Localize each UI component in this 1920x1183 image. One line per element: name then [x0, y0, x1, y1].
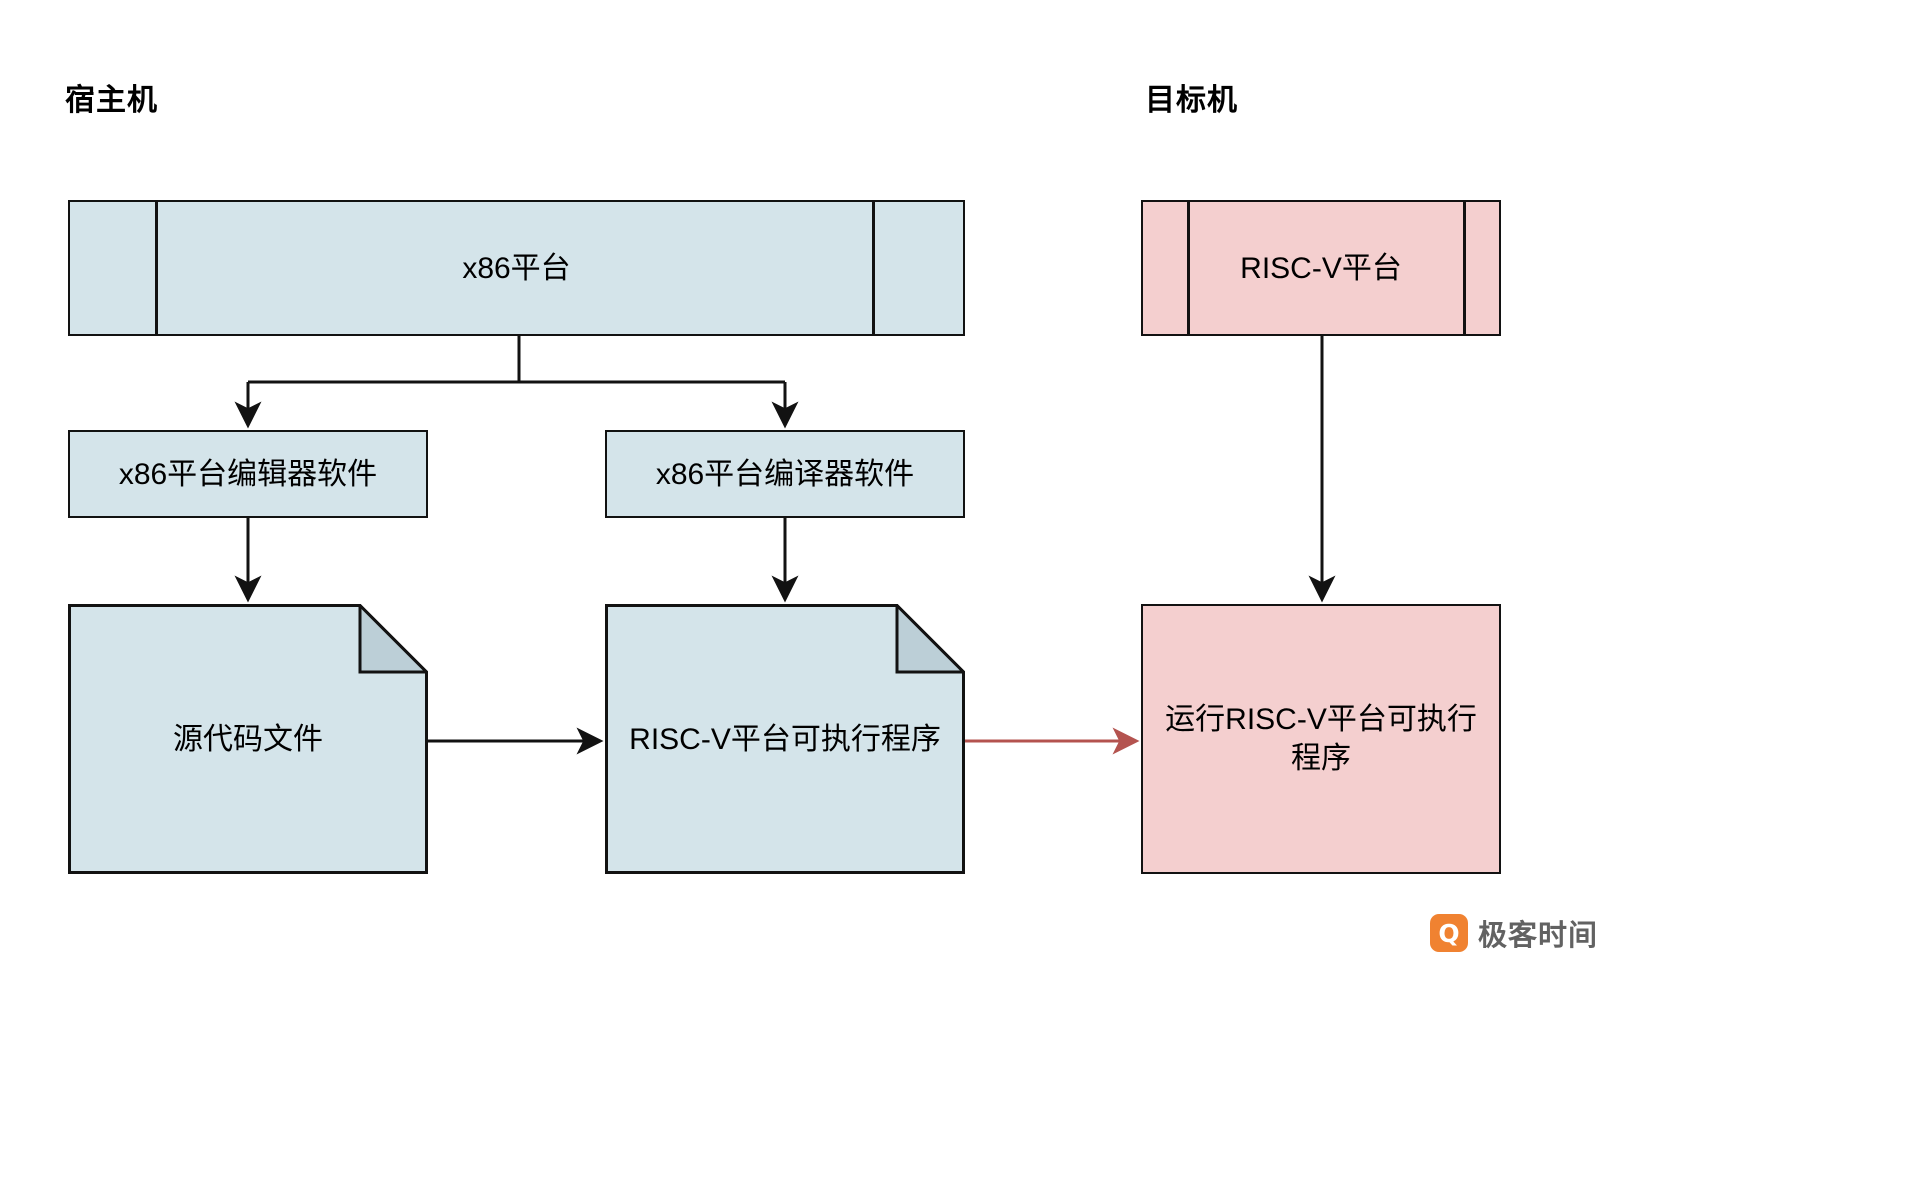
node-divider-right	[1463, 202, 1466, 334]
document-shape-icon	[68, 604, 428, 874]
target-section-title: 目标机	[1145, 84, 1238, 117]
host-compiler-label: x86平台编译器软件	[655, 457, 915, 491]
node-divider-left	[155, 202, 158, 334]
watermark: Q 极客时间	[1430, 912, 1598, 954]
node-divider-right	[872, 202, 875, 334]
watermark-label: 极客时间	[1478, 920, 1599, 952]
host-source-label: 源代码文件	[173, 722, 323, 756]
host-platform-label: x86平台	[462, 251, 571, 285]
document-shape-icon	[605, 604, 965, 874]
target-run-box: 运行RISC-V平台可执行 程序	[1141, 604, 1501, 874]
host-executable-document: RISC-V平台可执行程序	[605, 604, 965, 874]
host-platform-node: x86平台	[68, 200, 965, 336]
target-run-label-line1: 运行RISC-V平台可执行	[1165, 703, 1477, 736]
host-section-title: 宿主机	[65, 84, 158, 117]
geekbang-logo-icon: Q	[1430, 914, 1468, 952]
host-source-document: 源代码文件	[68, 604, 428, 874]
host-editor-label: x86平台编辑器软件	[118, 457, 378, 491]
target-run-label-line2: 程序	[1291, 742, 1351, 775]
host-compiler-box: x86平台编译器软件	[605, 430, 965, 518]
node-divider-left	[1187, 202, 1190, 334]
connector-platform-to-tools	[234, 336, 799, 429]
target-platform-label: RISC-V平台	[1240, 251, 1402, 285]
target-platform-node: RISC-V平台	[1141, 200, 1501, 336]
host-executable-label: RISC-V平台可执行程序	[629, 722, 941, 756]
host-editor-box: x86平台编辑器软件	[68, 430, 428, 518]
